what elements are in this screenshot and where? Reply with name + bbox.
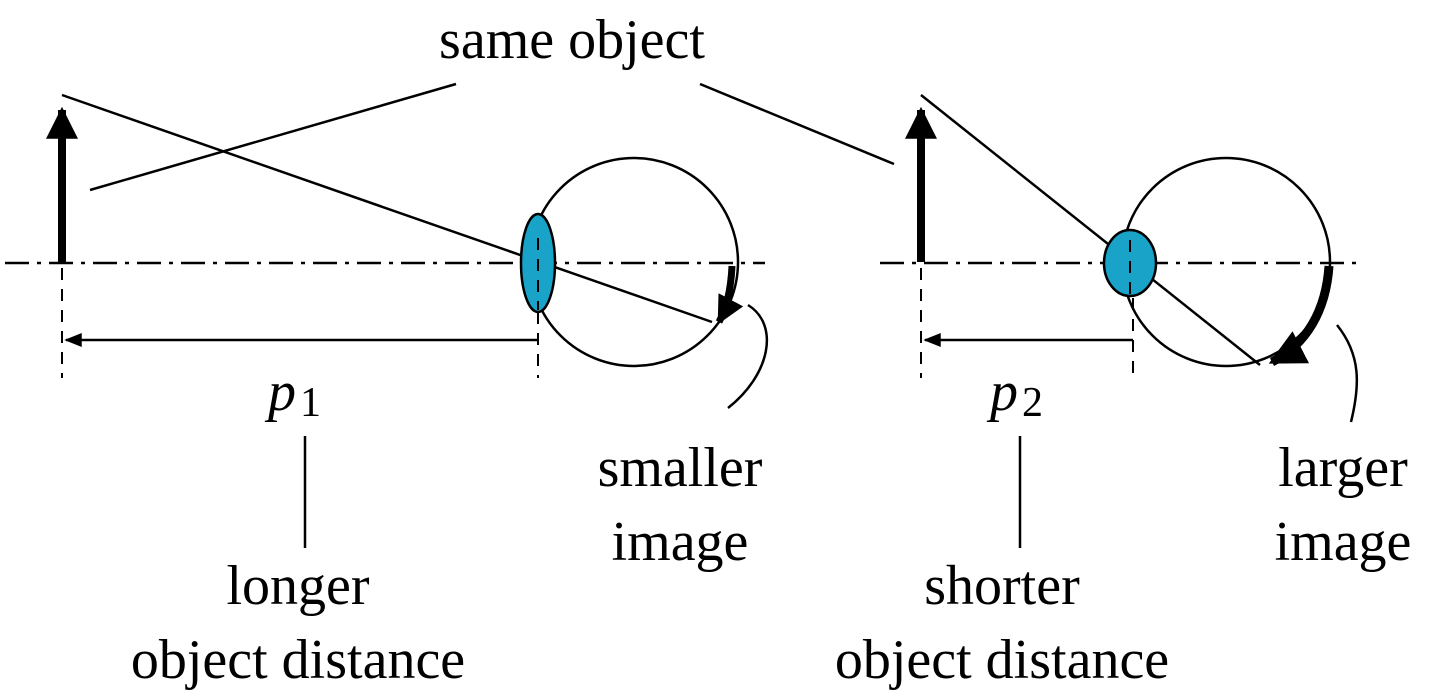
p2-label: p2 [986,361,1043,426]
same-object-label: same object [439,9,705,71]
left-object-ray [61,93,713,324]
left-image-callout-line [727,303,769,409]
larger-image-label-line2: image [1275,511,1412,573]
p2-symbol: p [986,361,1018,423]
same-object-callout-left [89,82,457,192]
larger-image-label-line1: larger [1278,437,1408,499]
right-image-callout-line [1336,324,1359,423]
p1-label: p1 [264,361,321,426]
right-object-ray [920,94,1261,366]
smaller-image-label-line2: image [612,511,749,573]
p1-symbol: p [264,361,296,423]
left-image-arrow [715,265,744,325]
p1-subscript: 1 [300,380,321,426]
shorter-distance-label-line2: object distance [835,629,1169,691]
shorter-distance-label-line1: shorter [924,555,1080,617]
left-scene [5,93,769,548]
right-image-arrow [1268,265,1334,367]
same-object-callout-right [699,82,895,166]
p2-subscript: 2 [1022,380,1043,426]
right-scene [880,94,1360,548]
longer-distance-label-line1: longer [226,555,369,617]
smaller-image-label-line1: smaller [598,437,763,499]
longer-distance-label-line2: object distance [131,629,465,691]
